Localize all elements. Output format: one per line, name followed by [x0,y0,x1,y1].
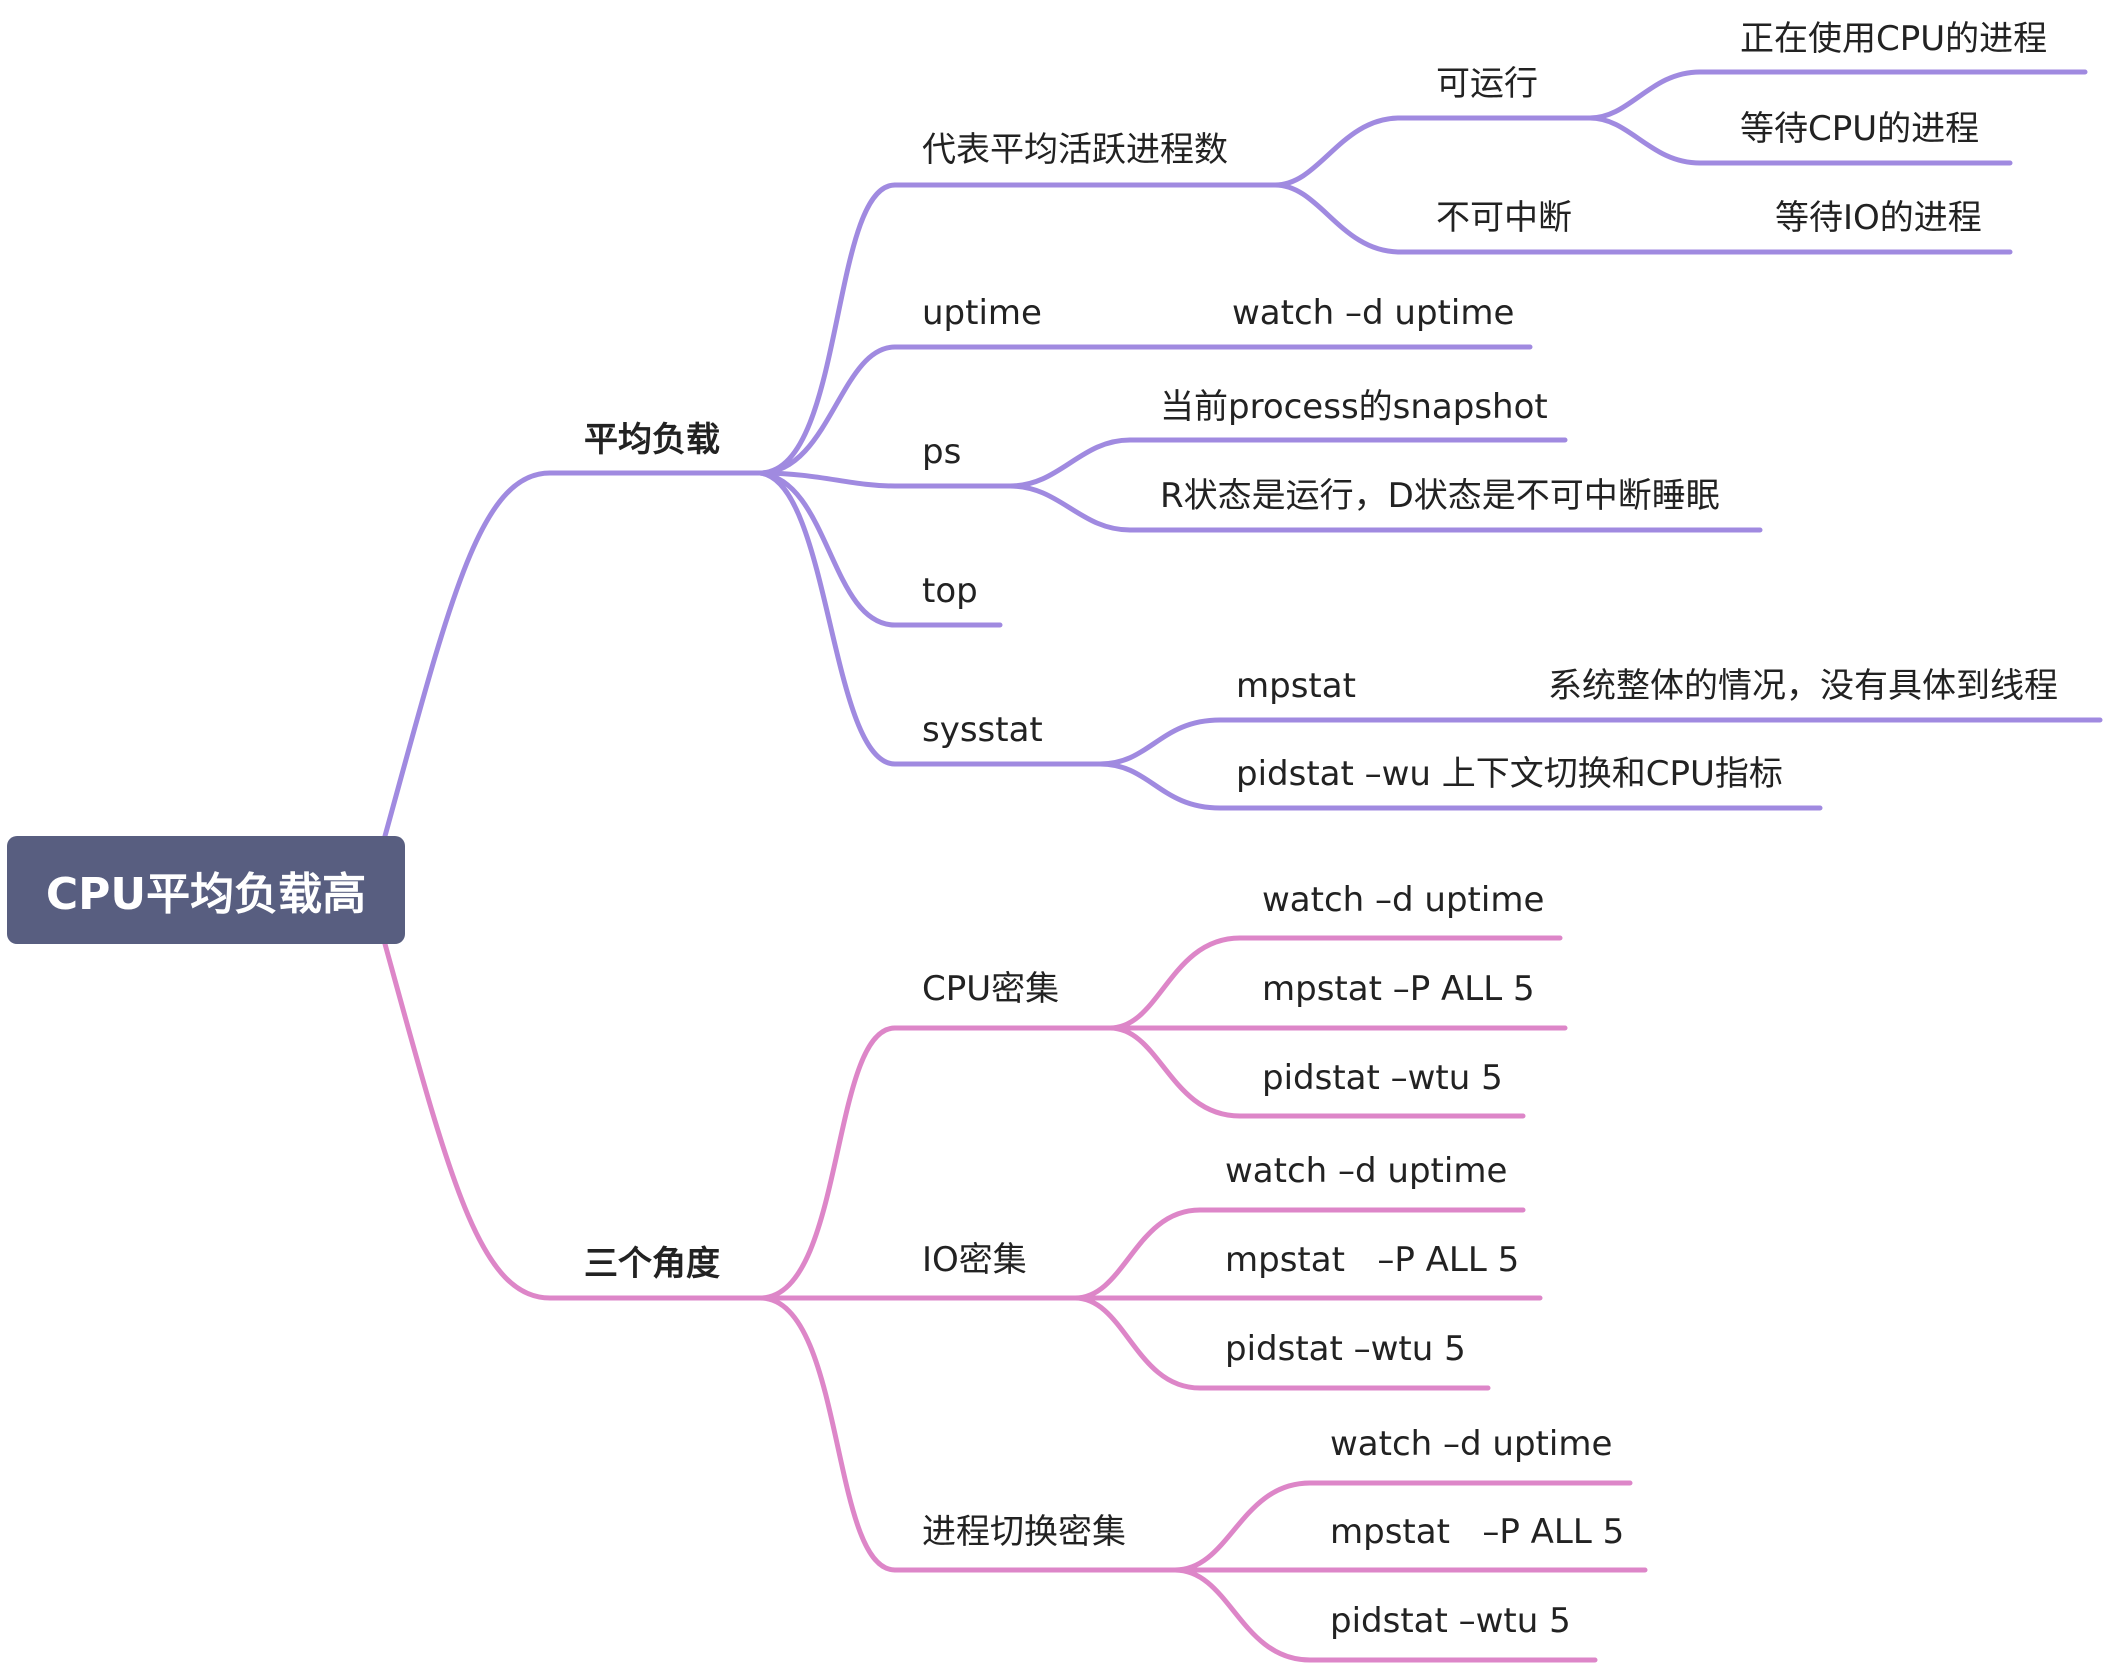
root-label: CPU平均负载高 [45,869,367,920]
connector-switch-bound-child-3 [1172,1567,1313,1663]
connector-switch-bound-child-1 [1172,1480,1313,1573]
node-sysstat[interactable]: sysstat [922,710,1043,750]
node-ps-states[interactable]: R状态是运行，D状态是不可中断睡眠 [1160,476,1720,516]
connector-load-to-ps [757,470,898,489]
node-sysstat-mpstat[interactable]: mpstat [1236,666,1356,706]
connector-io-bound-child-1 [1072,1207,1203,1301]
node-io-bound-watch[interactable]: watch –d uptime [1225,1151,1508,1191]
connector-sysstat-to-mpstat [1097,717,1223,767]
connector-cpu-bound-child-3 [1107,1025,1243,1119]
connector-angles-to-switch-bound [757,1295,898,1573]
connector-active-to-uninterruptible [1272,182,1403,255]
connector-io-bound-child-3 [1072,1295,1203,1391]
node-active-processes[interactable]: 代表平均活跃进程数 [922,130,1228,170]
node-waiting-cpu[interactable]: 等待CPU的进程 [1740,109,1980,149]
connector-load-to-active [757,182,898,476]
connector-root-to-branch-angles [382,941,553,1301]
connector-angles-to-cpu-bound [757,1025,898,1301]
node-sysstat-pidstat[interactable]: pidstat –wu 上下文切换和CPU指标 [1236,754,1783,794]
node-mpstat-overall[interactable]: 系统整体的情况，没有具体到线程 [1548,666,2058,706]
node-top[interactable]: top [922,571,978,611]
connector-runnable-to-using-cpu [1587,69,1703,121]
node-runnable[interactable]: 可运行 [1436,64,1538,104]
connector-load-to-sysstat [757,470,898,767]
connector-ps-to-state [1007,483,1133,533]
node-cpu-bound-watch[interactable]: watch –d uptime [1262,880,1545,920]
connector-root-to-branch-load [382,470,553,839]
branch-angles-label[interactable]: 三个角度 [584,1244,720,1284]
node-uptime[interactable]: uptime [922,293,1042,333]
node-io-bound[interactable]: IO密集 [922,1240,1027,1280]
node-switch-bound-watch[interactable]: watch –d uptime [1330,1424,1613,1464]
connector-ps-to-snapshot [1007,437,1133,489]
node-switch-bound-pidstat[interactable]: pidstat –wtu 5 [1330,1601,1571,1641]
branch-load-label[interactable]: 平均负载 [584,420,720,460]
connector-runnable-to-waiting-cpu [1587,115,1703,166]
node-uninterruptible[interactable]: 不可中断 [1436,198,1572,238]
root-node[interactable] [7,836,405,944]
node-cpu-bound[interactable]: CPU密集 [922,969,1060,1009]
connector-cpu-bound-child-1 [1107,935,1243,1031]
node-uptime-watch[interactable]: watch –d uptime [1232,293,1515,333]
node-cpu-bound-mpstat[interactable]: mpstat –P ALL 5 [1262,969,1535,1009]
node-using-cpu[interactable]: 正在使用CPU的进程 [1740,19,2048,59]
connector-load-to-top [757,470,898,628]
connector-load-to-uptime [757,344,898,476]
connector-active-to-runnable [1272,115,1403,188]
node-io-bound-pidstat[interactable]: pidstat –wtu 5 [1225,1329,1466,1369]
node-ps[interactable]: ps [922,432,962,472]
node-cpu-bound-pidstat[interactable]: pidstat –wtu 5 [1262,1058,1503,1098]
node-switch-bound-mpstat[interactable]: mpstat –P ALL 5 [1330,1512,1625,1552]
node-waiting-io[interactable]: 等待IO的进程 [1775,198,1982,238]
node-switch-bound[interactable]: 进程切换密集 [922,1512,1126,1552]
connector-sysstat-to-pidstat [1097,761,1223,811]
node-ps-snapshot[interactable]: 当前process的snapshot [1160,387,1548,427]
node-io-bound-mpstat[interactable]: mpstat –P ALL 5 [1225,1240,1520,1280]
